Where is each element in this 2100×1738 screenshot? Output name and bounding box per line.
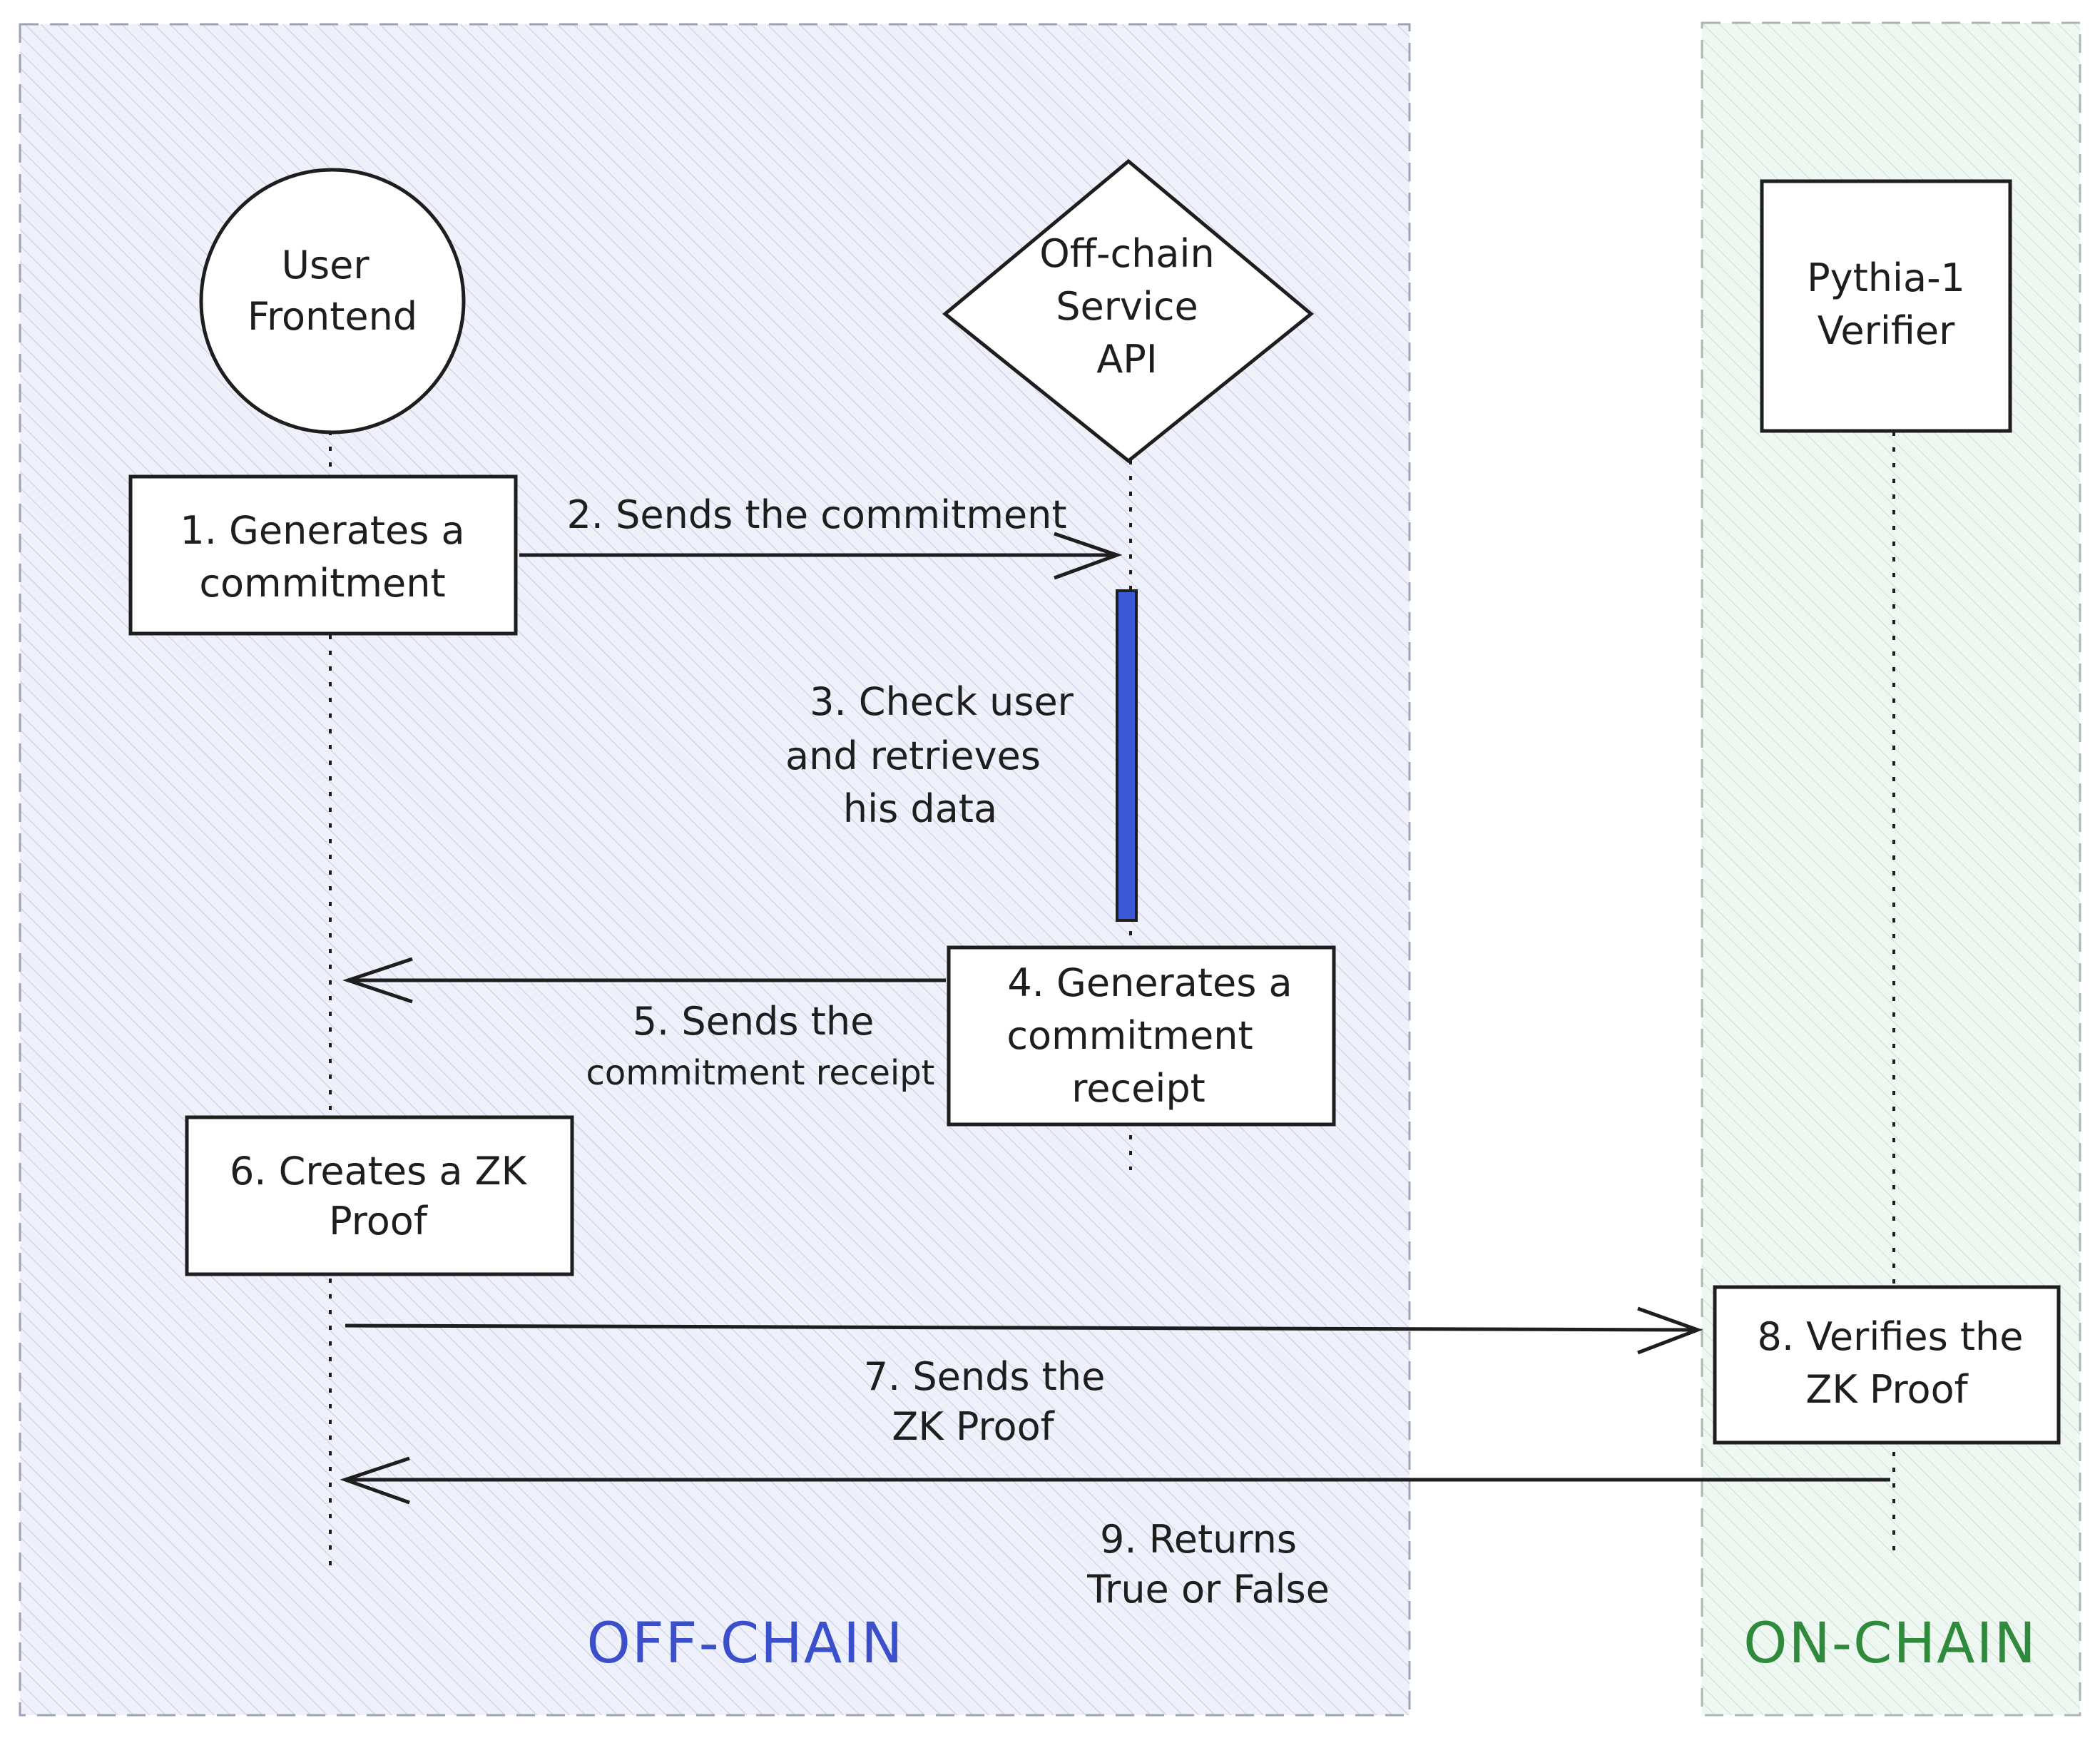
actor-user-frontend: User Frontend xyxy=(199,168,466,434)
step-4-line3: receipt xyxy=(1071,1066,1206,1111)
actor-verifier-line1: Pythia-1 xyxy=(1807,255,1965,300)
step-1-box: 1. Generates a commitment xyxy=(128,474,518,636)
step-8-box: 8. Verifies the ZK Proof xyxy=(1713,1285,2061,1445)
step-7-line1: 7. Sends the xyxy=(864,1354,1106,1399)
step-9-line1: 9. Returns xyxy=(1100,1517,1297,1562)
step-1-line1: 1. Generates a xyxy=(180,508,464,553)
actor-service-line2: Service xyxy=(1056,284,1198,329)
actor-verifier-line2: Verifier xyxy=(1818,308,1955,353)
step-6-line2: Proof xyxy=(329,1199,429,1244)
step-2-arrow: 2. Sends the commitment xyxy=(519,492,1123,580)
step-5-arrow: 5. Sends the commitment receipt xyxy=(342,957,946,1093)
step-5-line2: commitment receipt xyxy=(586,1053,935,1093)
step-4-line1: 4. Generates a xyxy=(1007,960,1292,1005)
step-3-line1: 3. Check user xyxy=(810,679,1074,724)
step-3-line3: his data xyxy=(843,786,997,831)
actor-user-line1: User xyxy=(281,243,369,288)
step-9-arrow: 9. Returns True or False xyxy=(340,1456,1890,1612)
step-2-label: 2. Sends the commitment xyxy=(566,492,1066,537)
step-8-line1: 8. Verifies the xyxy=(1757,1314,2023,1359)
offchain-title: OFF-CHAIN xyxy=(586,1612,904,1676)
actor-user-line2: Frontend xyxy=(248,294,417,339)
step-8-line2: ZK Proof xyxy=(1805,1367,1969,1412)
step-7-arrow: 7. Sends the ZK Proof xyxy=(345,1306,1703,1449)
actor-pythia-verifier: Pythia-1 Verifier xyxy=(1760,179,2012,433)
step-4-line2: commitment xyxy=(1006,1013,1253,1058)
step-6-box: 6. Creates a ZK Proof xyxy=(185,1115,574,1276)
actor-service-line3: API xyxy=(1096,337,1157,382)
step-4-box: 4. Generates a commitment receipt xyxy=(947,945,1336,1127)
actor-service-line1: Off-chain xyxy=(1039,231,1214,276)
step-1-line2: commitment xyxy=(199,561,445,606)
step-6-line1: 6. Creates a ZK xyxy=(230,1149,528,1194)
activation-bar xyxy=(1116,589,1138,922)
actor-offchain-service: Off-chain Service API xyxy=(942,158,1314,464)
step-7-line2: ZK Proof xyxy=(892,1404,1055,1449)
onchain-title: ON-CHAIN xyxy=(1743,1612,2037,1676)
step-3-note: 3. Check user and retrieves his data xyxy=(785,679,1074,831)
step-5-line1: 5. Sends the xyxy=(633,999,875,1044)
step-9-line2: True or False xyxy=(1086,1567,1330,1612)
step-3-line2: and retrieves xyxy=(785,733,1041,778)
